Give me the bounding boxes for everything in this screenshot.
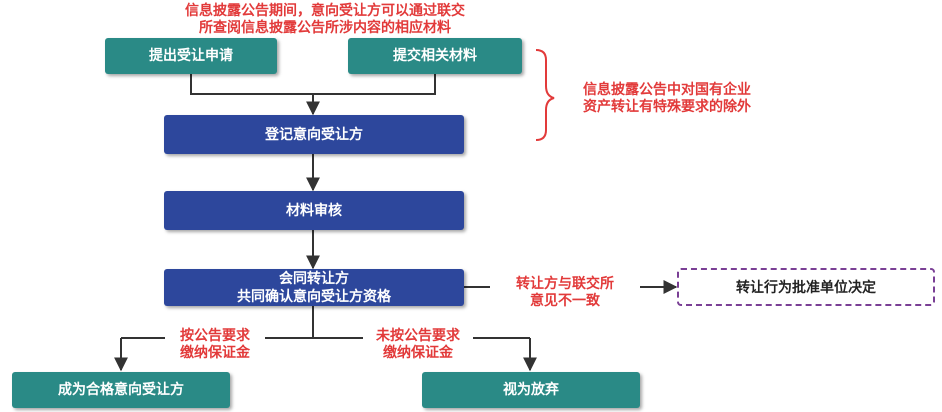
qualified-outcome: 成为合格意向受让方 [12,372,230,408]
review-step: 材料审核 [164,191,464,230]
submit-materials-step: 提交相关材料 [348,38,522,74]
paid-deposit-note: 按公告要求 缴纳保证金 [165,328,265,362]
abandon-outcome: 视为放弃 [422,372,640,408]
unpaid-deposit-note: 未按公告要求 缴纳保证金 [363,328,473,362]
curly-brace [535,49,555,141]
side-note: 信息披露公告中对国有企业 资产转让有特殊要求的除外 [562,82,772,116]
top-note: 信息披露公告期间，意向受让方可以通过联交 所查阅信息披露公告所涉内容的相应材料 [120,3,530,37]
register-step: 登记意向受让方 [164,115,464,154]
decision-box: 转让行为批准单位决定 [677,268,935,306]
confirm-step: 会同转让方 共同确认意向受让方资格 [164,269,464,306]
disagree-note: 转让方与联交所 意见不一致 [490,276,640,310]
apply-step: 提出受让申请 [105,38,277,74]
